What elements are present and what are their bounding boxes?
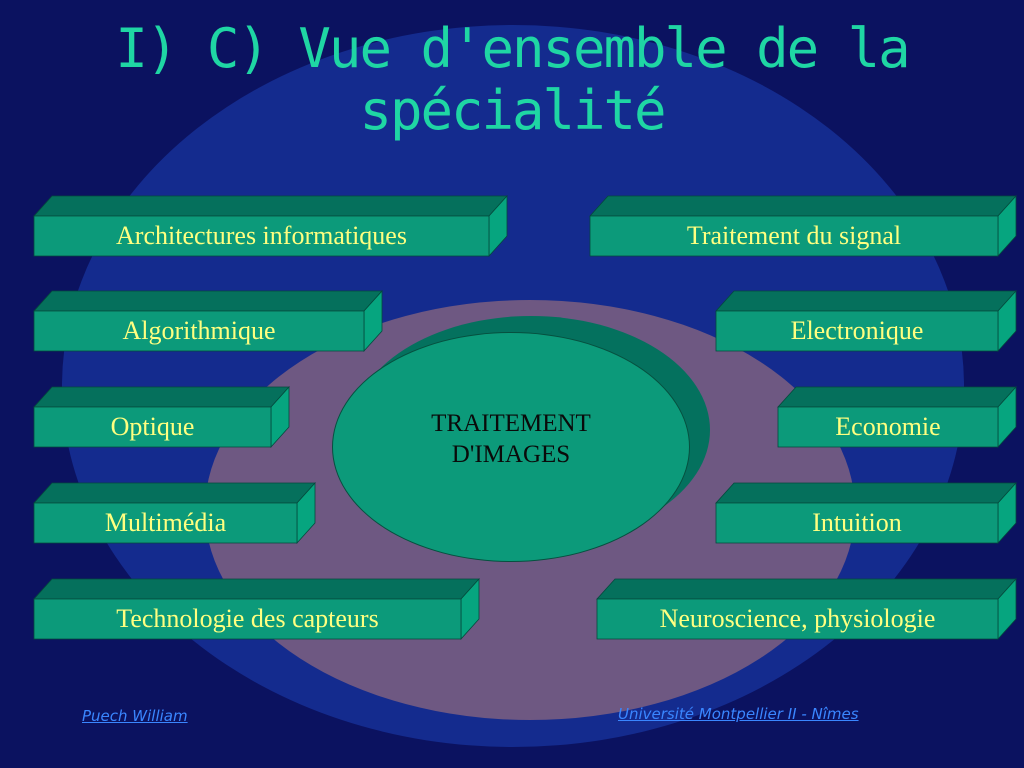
- box-shape: [777, 385, 1017, 449]
- slide-title: I) C) Vue d'ensemble de la spécialité: [115, 17, 910, 142]
- left-item-optique: Optique: [33, 385, 290, 449]
- box-shape: [715, 481, 1017, 545]
- box-shape: [33, 385, 290, 449]
- box-top-face: [777, 386, 1017, 408]
- right-item-economie: Economie: [777, 385, 1017, 449]
- box-label: Economie: [835, 412, 941, 441]
- right-item-intuition: Intuition: [715, 481, 1017, 545]
- box-label: Neuroscience, physiologie: [659, 604, 936, 633]
- box-shape: [715, 289, 1017, 353]
- left-item-capteurs: Technologie des capteurs: [33, 577, 480, 641]
- box-label: Traitement du signal: [686, 221, 902, 250]
- box-shape: [596, 577, 1017, 641]
- left-item-multimedia: Multimédia: [33, 481, 316, 545]
- box-front-face: [715, 310, 999, 352]
- box-front-face: [33, 598, 462, 640]
- box-front-face: [596, 598, 999, 640]
- center-ellipse: TRAITEMENT D'IMAGES: [332, 332, 690, 562]
- box-label: Technologie des capteurs: [116, 604, 379, 633]
- box-front-face: [777, 406, 999, 448]
- box-top-face: [715, 290, 1017, 312]
- box-top-face: [33, 195, 508, 217]
- box-front-face: [33, 310, 365, 352]
- box-shape: [33, 481, 316, 545]
- box-top-face: [33, 482, 316, 504]
- box-label: Optique: [110, 412, 195, 441]
- box-front-face: [715, 502, 999, 544]
- center-label: TRAITEMENT D'IMAGES: [431, 410, 591, 468]
- right-item-neuroscience: Neuroscience, physiologie: [596, 577, 1017, 641]
- author-link[interactable]: Puech William: [82, 707, 188, 725]
- box-shape: [589, 194, 1017, 258]
- institution-link[interactable]: Université Montpellier II - Nîmes: [618, 705, 859, 723]
- box-label: Intuition: [812, 508, 902, 537]
- box-label: Multimédia: [104, 508, 227, 537]
- right-item-signal: Traitement du signal: [589, 194, 1017, 258]
- box-front-face: [589, 215, 999, 257]
- box-shape: [33, 289, 383, 353]
- right-item-electronique: Electronique: [715, 289, 1017, 353]
- left-item-architectures: Architectures informatiques: [33, 194, 508, 258]
- box-label: Algorithmique: [122, 316, 276, 345]
- box-top-face: [33, 578, 480, 600]
- box-top-face: [715, 482, 1017, 504]
- box-front-face: [33, 215, 490, 257]
- box-top-face: [589, 195, 1017, 217]
- box-front-face: [33, 406, 272, 448]
- box-label: Architectures informatiques: [116, 221, 407, 250]
- box-front-face: [33, 502, 298, 544]
- left-item-algorithmique: Algorithmique: [33, 289, 383, 353]
- box-top-face: [33, 290, 383, 312]
- box-label: Electronique: [790, 316, 924, 345]
- box-top-face: [33, 386, 290, 408]
- box-shape: [33, 194, 508, 258]
- box-shape: [33, 577, 480, 641]
- box-top-face: [596, 578, 1017, 600]
